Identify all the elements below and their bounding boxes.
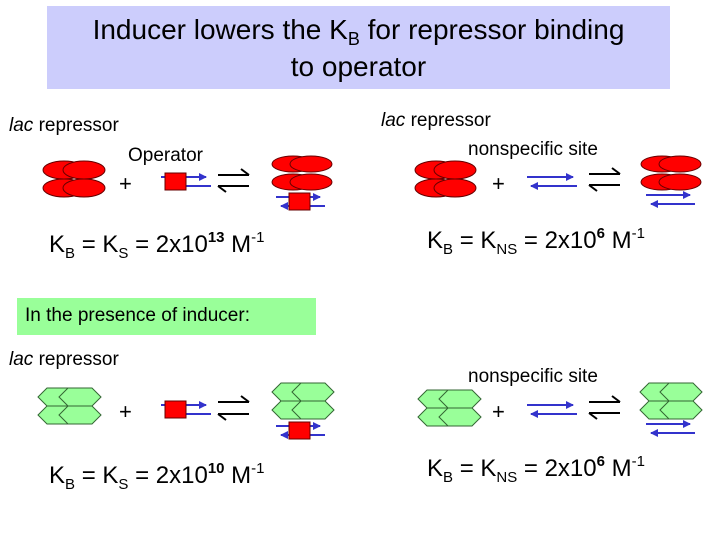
eq-exponent: 6 — [596, 453, 605, 470]
plus-sign-tl: + — [119, 171, 132, 196]
title-subscript: B — [347, 29, 360, 49]
eq-k: K — [427, 455, 444, 482]
kb-equation-br: KB = KNS = 2x106 M-1 — [427, 453, 645, 486]
eq-value: = 2x10 — [517, 227, 597, 254]
eq-unit: M — [604, 455, 632, 482]
repressor-rest: repressor — [405, 110, 491, 131]
eq-exponent: 10 — [207, 460, 225, 477]
red-repressor-ns-complex — [640, 155, 702, 208]
repressor-label-tr: lac repressor — [381, 110, 491, 132]
equilibrium-arrows — [217, 168, 250, 193]
inducer-banner: In the presence of inducer: — [17, 298, 316, 335]
eq-part: = K — [453, 227, 497, 254]
nonspecific-dna-free-induced — [527, 401, 577, 418]
green-repressor-operator-complex — [271, 382, 335, 440]
eq-unit: M — [224, 462, 252, 489]
equilibrium-arrows-ns — [588, 167, 621, 192]
eq-k: K — [49, 231, 66, 258]
eq-ks-sub: S — [118, 476, 129, 493]
eq-part: = K — [453, 455, 497, 482]
repressor-label-bl: lac repressor — [9, 349, 119, 371]
title-line-1: Inducer lowers the KB for repressor bind… — [47, 14, 670, 49]
eq-unit: M — [604, 227, 632, 254]
repressor-label-tl: lac repressor — [9, 115, 119, 137]
green-repressor-ns-complex — [639, 382, 703, 437]
kb-equation-tl: KB = KS = 2x1013 M-1 — [49, 229, 265, 262]
green-repressor-tetramer-free — [37, 387, 102, 425]
plus-sign-br: + — [492, 399, 505, 424]
operator-dna-free — [161, 172, 211, 191]
eq-unit-exp: -1 — [631, 225, 645, 242]
repressor-italic: lac — [9, 115, 34, 136]
green-repressor-tetramer-free-ns — [417, 389, 482, 427]
nonspecific-site-label-tr: nonspecific site — [468, 139, 598, 160]
red-repressor-tetramer-free — [42, 160, 106, 198]
repressor-italic: lac — [381, 110, 406, 131]
operator-dna-free-induced — [161, 400, 211, 419]
title-line-2: to operator — [290, 51, 427, 82]
title-banner: Inducer lowers the KB for repressor bind… — [47, 6, 670, 89]
repressor-italic: lac — [9, 349, 34, 370]
title-text-a: Inducer lowers the K — [92, 14, 348, 45]
plus-sign-bl: + — [119, 399, 132, 424]
eq-k-sub: B — [65, 476, 76, 493]
eq-k-sub: B — [65, 245, 76, 262]
operator-site — [164, 172, 187, 191]
nonspecific-dna-free — [527, 173, 577, 190]
eq-unit-exp: -1 — [251, 460, 265, 477]
eq-value: = 2x10 — [517, 455, 597, 482]
plus-sign-tr: + — [492, 171, 505, 196]
eq-kns-sub: NS — [496, 241, 518, 258]
operator-label: Operator — [128, 145, 203, 166]
repressor-rest: repressor — [33, 349, 119, 370]
red-repressor-tetramer-free-ns — [414, 160, 477, 198]
nonspecific-site-label-br: nonspecific site — [468, 366, 598, 387]
inducer-label: In the presence of inducer: — [25, 305, 250, 326]
eq-exponent: 6 — [596, 225, 605, 242]
equilibrium-arrows-induced — [217, 395, 250, 421]
eq-part: = K — [75, 462, 119, 489]
eq-k-sub: B — [443, 469, 454, 486]
eq-exponent: 13 — [207, 229, 225, 246]
eq-kns-sub: NS — [496, 469, 518, 486]
eq-unit-exp: -1 — [251, 229, 265, 246]
kb-equation-bl: KB = KS = 2x1010 M-1 — [49, 460, 265, 493]
eq-k-sub: B — [443, 241, 454, 258]
repressor-rest: repressor — [33, 115, 119, 136]
eq-value: = 2x10 — [128, 462, 208, 489]
eq-ks-sub: S — [118, 245, 129, 262]
eq-unit-exp: -1 — [631, 453, 645, 470]
kb-equation-tr: KB = KNS = 2x106 M-1 — [427, 225, 645, 258]
title-text-b: for repressor binding — [359, 14, 625, 45]
eq-k: K — [427, 227, 444, 254]
eq-part: = K — [75, 231, 119, 258]
eq-unit: M — [224, 231, 252, 258]
equilibrium-arrows-induced-ns — [588, 395, 621, 420]
red-repressor-operator-complex — [271, 155, 333, 211]
eq-value: = 2x10 — [128, 231, 208, 258]
eq-k: K — [49, 462, 66, 489]
